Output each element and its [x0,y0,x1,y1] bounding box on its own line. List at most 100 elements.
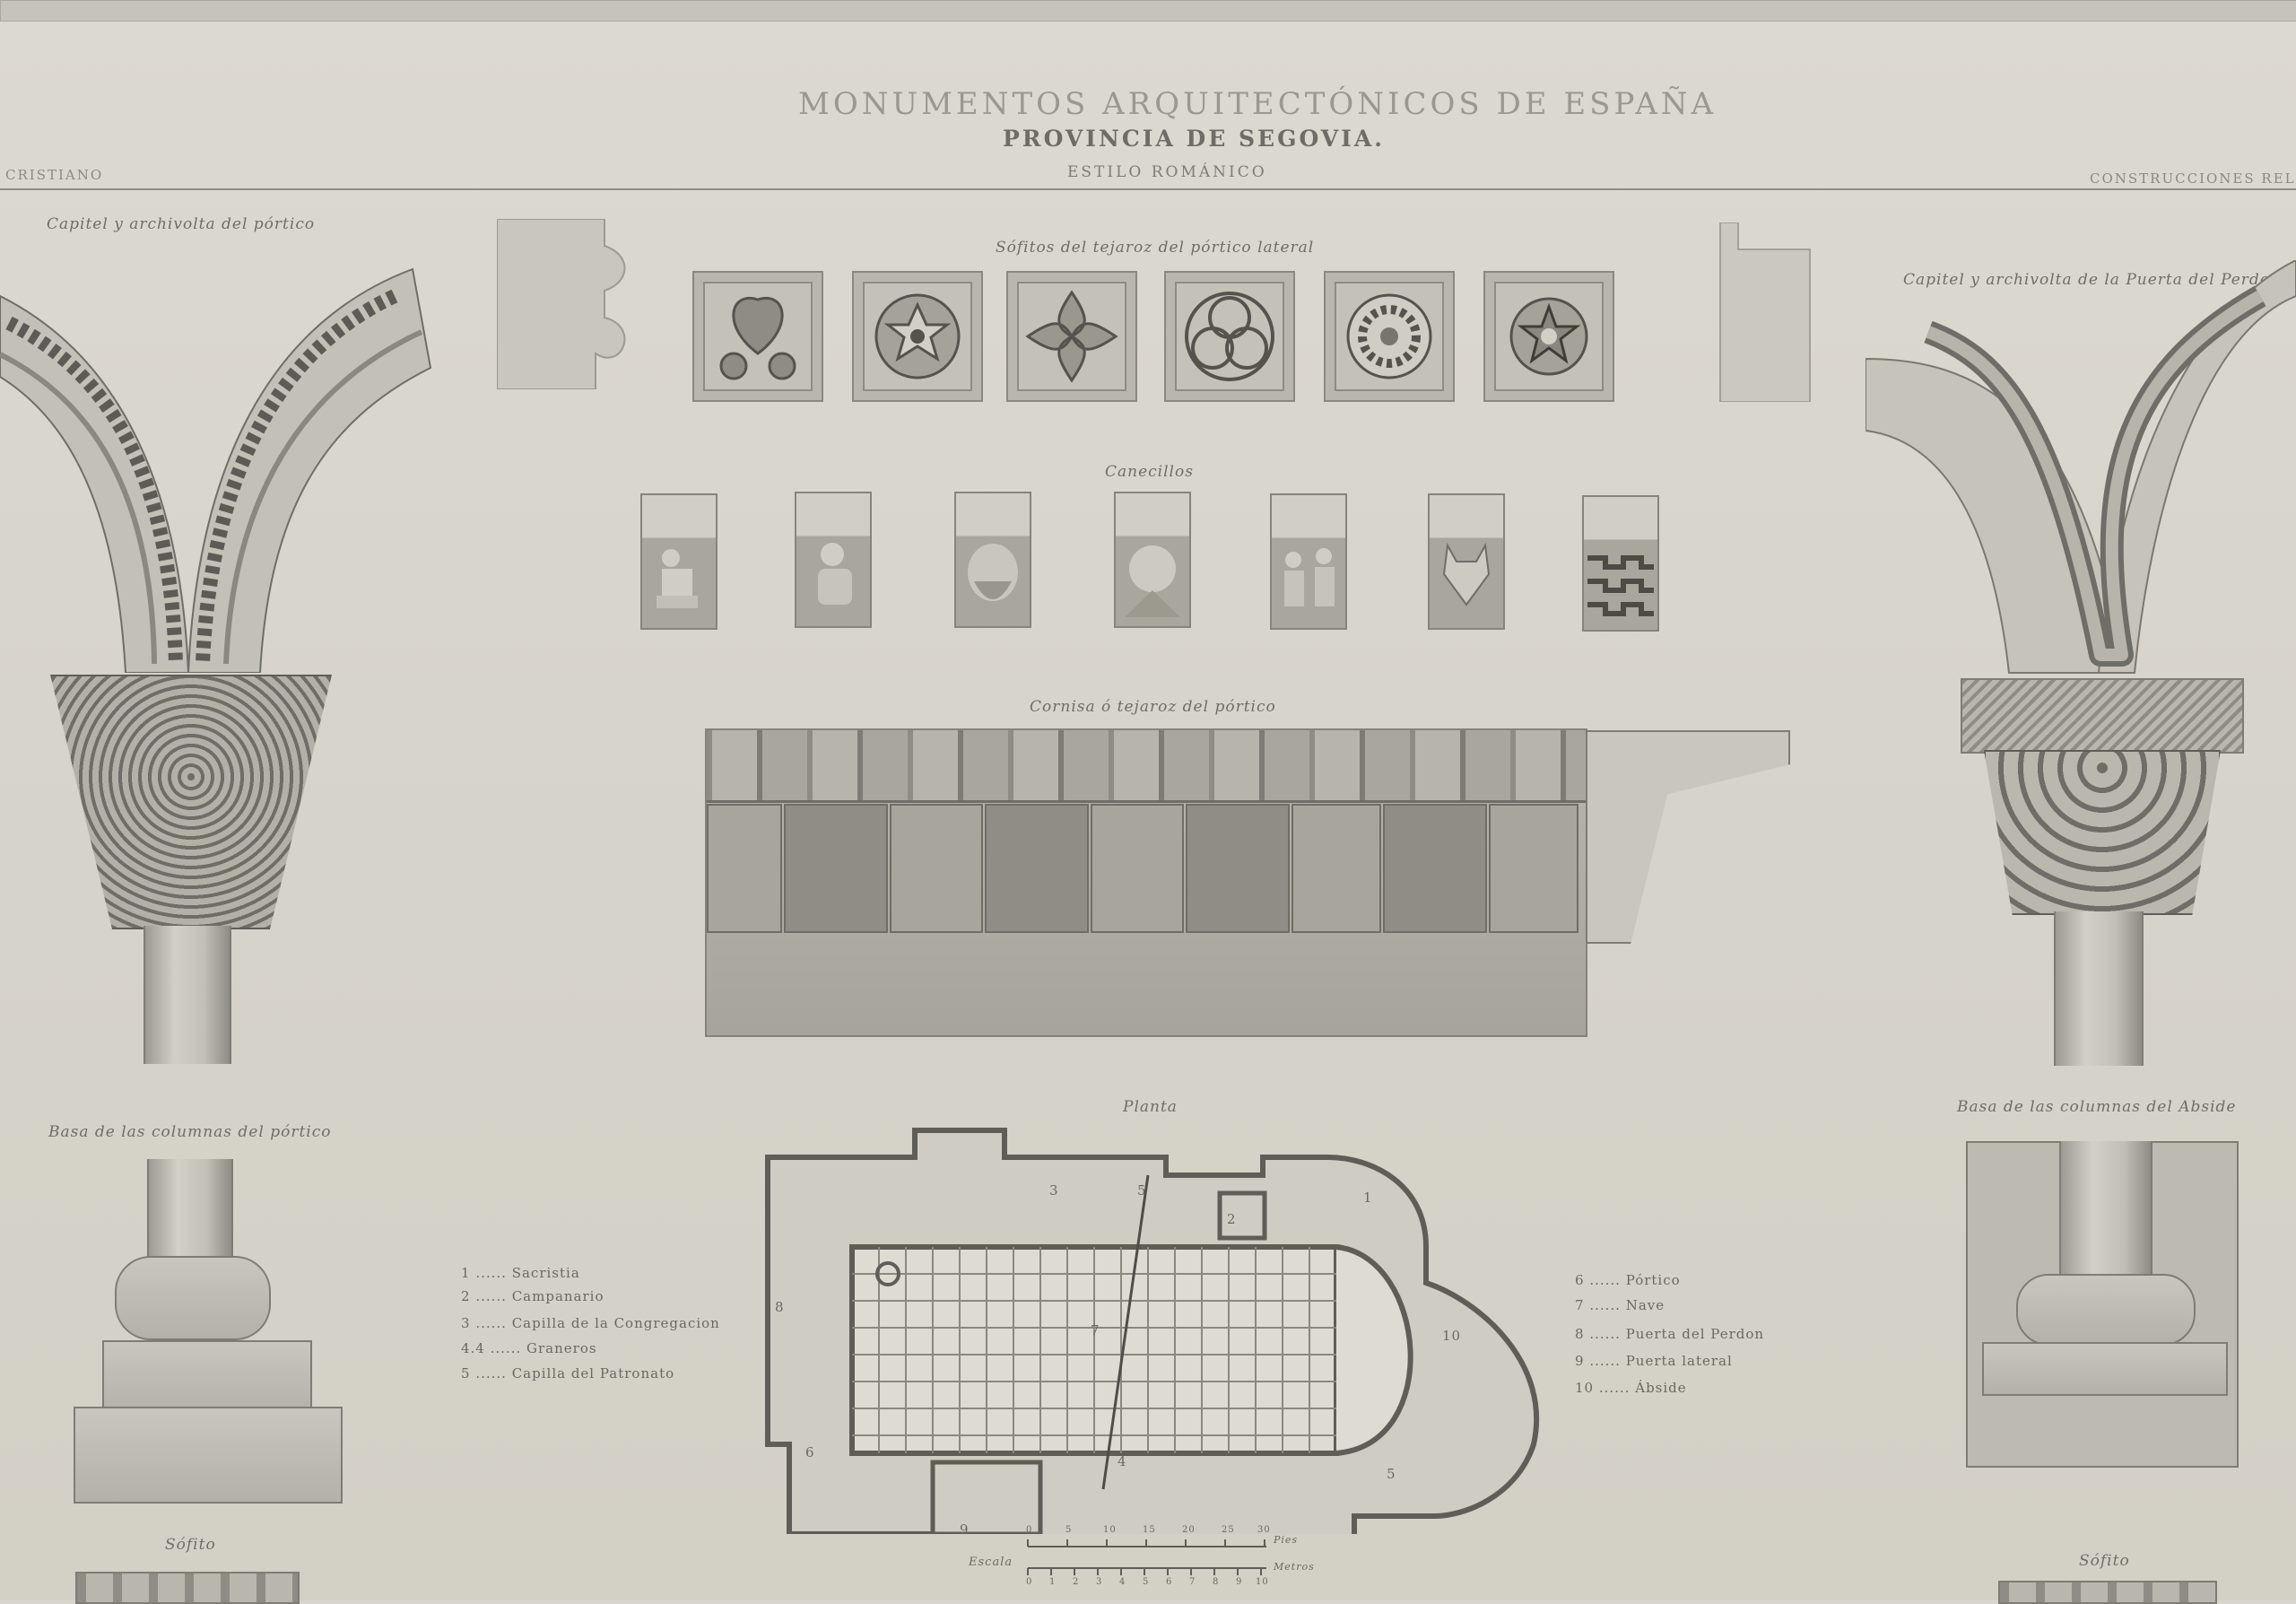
legend-left-item-4: 4.4 ...... Graneros [461,1340,597,1356]
star-flower-rosette-icon [1509,297,1588,376]
legend-right-item-3: 8 ...... Puerta del Perdon [1575,1326,1765,1342]
soffit-tile-4 [1164,271,1295,402]
legend-right-item-4: 9 ...... Puerta lateral [1575,1353,1733,1369]
plan-label-8: 8 [775,1299,785,1315]
corbels-caption: Canecillos [1105,463,1194,481]
left-profile-molding [497,219,626,389]
cornice-caption: Cornisa ó tejaroz del pórtico [1030,698,1276,716]
scale-tick-bottom-8: 8 [1213,1577,1220,1587]
left-corner-label: CRISTIANO [5,167,104,183]
legend-right-item-5: 10 ...... Ábside [1575,1380,1687,1396]
left-archivolt-drawing [0,267,432,673]
corbel-2 [795,492,872,628]
scale-tick-bottom-7: 7 [1189,1577,1196,1587]
legend-left-item-5: 5 ...... Capilla del Patronato [461,1365,675,1382]
right-soffit-band [1998,1581,2217,1604]
cornice-block-5 [1091,804,1184,933]
left-column-shaft [144,926,231,1064]
figure-rider-corbel [657,549,698,608]
scale-label: Escala [969,1556,1013,1569]
legend-left-item-1: 1 ...... Sacristia [461,1265,580,1281]
plan-label-6: 6 [805,1444,815,1460]
cornice-block-7 [1292,804,1381,933]
scale-tick-bottom-0: 0 [1026,1577,1033,1587]
floor-plan [765,1128,1540,1534]
scale-tick-top-3: 15 [1143,1525,1156,1535]
cornice-block-1 [707,804,782,933]
scale-tick-top-4: 20 [1182,1525,1196,1535]
left-capital-caption: Capitel y archivolta del pórtico [47,215,316,233]
left-capital [50,675,332,929]
scale-bar-graphic [1027,1539,1266,1575]
petal-wheel-rosette-icon [1346,293,1432,379]
scale-tick-top-5: 25 [1222,1525,1235,1535]
scale-tick-top-6: 30 [1257,1525,1271,1535]
cornice-block-9 [1489,804,1578,933]
right-base-caption: Basa de las columnas del Abside [1957,1098,2237,1116]
right-capital [1984,750,2221,915]
style-title: ESTILO ROMÁNICO [1067,163,1267,181]
right-base-torus [2016,1274,2196,1346]
plan-label-2: 2 [1227,1211,1237,1227]
corbel-7 [1582,495,1659,632]
scale-tick-bottom-6: 6 [1166,1577,1173,1587]
province-title: PROVINCIA DE SEGOVIA. [1003,126,1385,152]
right-capital-caption: Capitel y archivolta de la Puerta del Pe… [1903,271,2281,289]
cornice-interlace-band [707,730,1586,803]
cornice-block-3 [890,804,983,933]
plan-label-4: 4 [1118,1453,1127,1469]
scale-tick-bottom-10: 10 [1256,1577,1269,1587]
plan-label-1: 1 [1363,1190,1373,1206]
legend-left-item-3: 3 ...... Capilla de la Congregacion [461,1315,720,1331]
plan-label-10: 10 [1442,1328,1462,1344]
right-base-plinth [1982,1342,2228,1396]
left-base-shaft [147,1159,233,1258]
corbel-4 [1114,492,1191,628]
right-base-shaft [2059,1141,2152,1276]
legend-right-item-2: 7 ...... Nave [1575,1297,1665,1313]
left-base-torus [115,1256,271,1340]
left-base-footing [74,1407,343,1504]
plan-label-3: 3 [1049,1182,1059,1199]
cornice-block-4 [985,804,1089,933]
soffit-tile-5 [1324,271,1455,402]
animal-head-corbel [1442,542,1491,606]
scale-tick-bottom-1: 1 [1049,1577,1057,1587]
bearded-head-corbel [968,544,1018,601]
sheet-edge [0,0,2296,22]
knot-rosette-icon [1185,292,1274,381]
leaf-heart-rosette-icon [719,297,796,380]
scale-tick-bottom-5: 5 [1143,1577,1150,1587]
seated-figure-corbel [818,543,852,605]
soffit-tile-2 [852,271,983,402]
corbel-5 [1270,493,1347,630]
right-soffit-caption: Sófito [2079,1552,2130,1570]
soffit-tile-3 [1006,271,1137,402]
plan-label-7: 7 [1091,1322,1100,1338]
legend-right-item-1: 6 ...... Pórtico [1575,1272,1681,1288]
corbel-6 [1428,493,1505,630]
scale-tick-bottom-4: 4 [1119,1577,1126,1587]
musicians-corbel [1284,548,1335,606]
cornice-drawing [705,728,1587,1037]
left-base-plinth [102,1340,312,1416]
scale-tick-top-1: 5 [1065,1525,1073,1535]
right-capital-abacus [1961,678,2244,754]
legend-left-item-2: 2 ...... Campanario [461,1288,604,1304]
cornice-block-8 [1383,804,1487,933]
corbel-1 [640,493,718,630]
plan-label-5: 5 [1137,1182,1147,1199]
soffit-tile-1 [692,271,823,402]
plan-label-5b: 5 [1387,1466,1396,1482]
series-title: MONUMENTOS ARQUITECTÓNICOS DE ESPAÑA [798,86,1718,122]
cornice-profile [1586,730,1790,944]
hooded-head-corbel [1125,545,1180,617]
scale-tick-top-2: 10 [1103,1525,1117,1535]
corbel-3 [954,492,1031,628]
right-column-shaft [2054,911,2144,1066]
right-corner-label: CONSTRUCCIONES RELIG [2090,170,2296,187]
left-base-caption: Basa de las columnas del pórtico [48,1123,332,1141]
right-profile-molding [1719,222,1811,402]
left-soffit-band [75,1572,300,1604]
left-soffit-caption: Sófito [165,1536,216,1554]
